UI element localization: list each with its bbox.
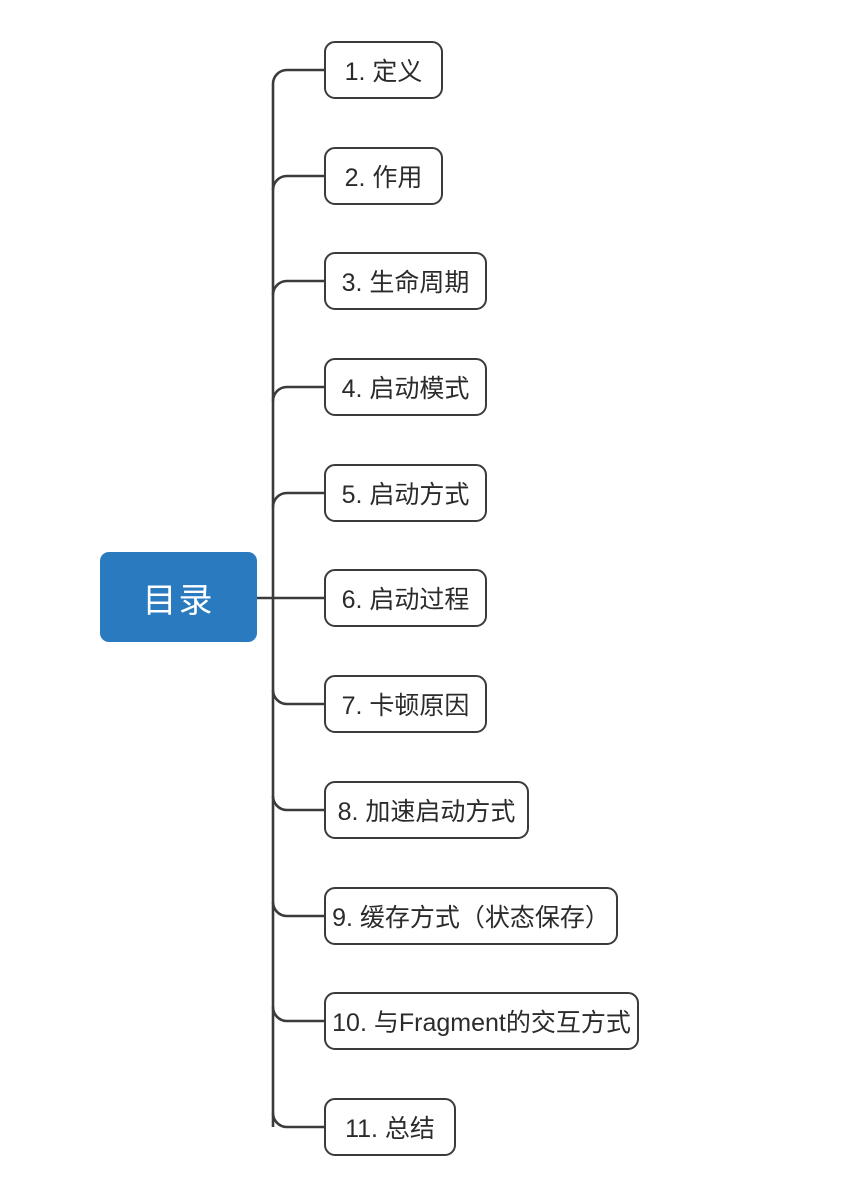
child-node-11[interactable]: 11. 总结 [324, 1098, 456, 1156]
child-node-6[interactable]: 6. 启动过程 [324, 569, 487, 627]
edge-branch-5 [271, 491, 324, 508]
child-node-1[interactable]: 1. 定义 [324, 41, 443, 99]
child-node-label: 5. 启动方式 [341, 481, 470, 509]
child-node-label: 10. 与Fragment的交互方式 [332, 1009, 631, 1037]
root-node[interactable]: 目录 [100, 552, 257, 642]
child-node-8[interactable]: 8. 加速启动方式 [324, 781, 529, 839]
edge-branch-1 [271, 68, 324, 85]
child-node-9[interactable]: 9. 缓存方式（状态保存） [324, 887, 618, 945]
child-node-label: 8. 加速启动方式 [337, 798, 516, 826]
edge-branch-11 [271, 1112, 324, 1129]
child-node-3[interactable]: 3. 生命周期 [324, 252, 487, 310]
edge-branch-8 [271, 795, 324, 812]
edge-branch-4 [271, 385, 324, 402]
child-node-label: 7. 卡顿原因 [341, 692, 470, 720]
child-node-label: 11. 总结 [345, 1115, 435, 1143]
child-node-5[interactable]: 5. 启动方式 [324, 464, 487, 522]
edge-branch-10 [271, 1006, 324, 1023]
child-node-label: 2. 作用 [344, 164, 423, 192]
child-node-label: 6. 启动过程 [341, 586, 470, 614]
child-node-label: 3. 生命周期 [341, 269, 470, 297]
child-node-label: 4. 启动模式 [341, 375, 470, 403]
child-node-7[interactable]: 7. 卡顿原因 [324, 675, 487, 733]
child-node-10[interactable]: 10. 与Fragment的交互方式 [324, 992, 639, 1050]
edge-branch-7 [271, 689, 324, 706]
child-node-label: 1. 定义 [344, 58, 423, 86]
edge-branch-9 [271, 901, 324, 918]
child-node-label: 9. 缓存方式（状态保存） [332, 904, 610, 932]
child-node-4[interactable]: 4. 启动模式 [324, 358, 487, 416]
child-node-2[interactable]: 2. 作用 [324, 147, 443, 205]
edge-branch-3 [271, 279, 324, 296]
edge-branch-2 [271, 174, 324, 191]
root-node-label: 目录 [142, 581, 215, 620]
